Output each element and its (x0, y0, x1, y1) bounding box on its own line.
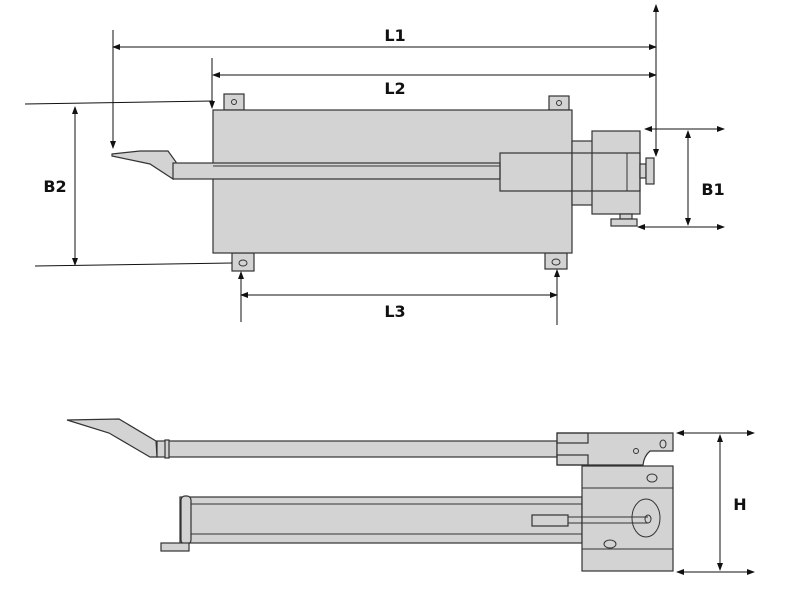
side-view: H (66, 418, 755, 575)
release-knob (645, 157, 655, 185)
reservoir-tube (179, 496, 583, 544)
handle-grip (111, 150, 177, 180)
lever-rod (156, 440, 558, 458)
handle-rod (172, 162, 501, 180)
dim-l2-label: L2 (384, 79, 405, 98)
pump-body (581, 465, 674, 572)
dim-l1-label: L1 (384, 26, 405, 45)
lever-head (556, 432, 674, 466)
foot (160, 542, 190, 552)
outlet-port (610, 218, 638, 227)
mounting-tab (231, 252, 255, 272)
end-cap (180, 495, 192, 545)
lever-grip (66, 418, 158, 458)
oil-tank (212, 109, 573, 254)
outlet-stem (619, 213, 633, 220)
dim-l3-label: L3 (384, 302, 405, 321)
gauge-port (631, 498, 661, 538)
lever-band (164, 439, 170, 459)
dim-h-label: H (733, 495, 746, 514)
dim-b2-label: B2 (43, 177, 66, 196)
mounting-tab (223, 93, 245, 111)
piston-slot (531, 514, 569, 527)
dim-b1-label: B1 (701, 180, 724, 199)
valve-stem (639, 163, 647, 179)
mounting-tab (544, 252, 568, 270)
mounting-tab (548, 95, 570, 111)
pump-head (591, 130, 641, 215)
pump-collar (571, 140, 594, 206)
top-view: L1 L2 B2 B1 L3 (24, 4, 725, 325)
